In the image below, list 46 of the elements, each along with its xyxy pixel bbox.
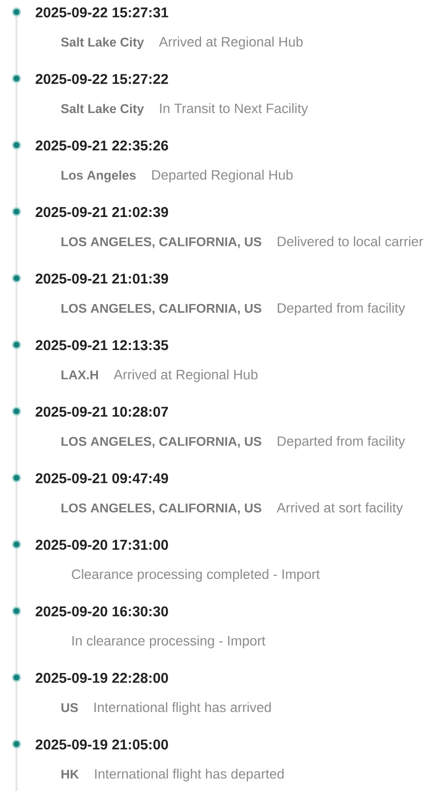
timeline-dot: [12, 140, 22, 150]
location-label: Salt Lake City: [61, 37, 144, 50]
location-label: Salt Lake City: [61, 104, 144, 116]
status-text: Arrived at sort facility: [276, 502, 403, 516]
timeline-dot: [12, 473, 22, 482]
timestamp: 2025-09-20 17:31:00: [36, 540, 168, 550]
status-text: Departed from facility: [278, 302, 406, 316]
timestamp: 2025-09-19 21:05:00: [36, 739, 168, 750]
timestamp: 2025-09-22 15:27:22: [36, 74, 168, 84]
timeline-dot: [12, 672, 22, 682]
status-text: Arrived at Regional Hub: [158, 36, 303, 50]
location-label: US: [61, 703, 78, 712]
status-text: International flight has departed: [95, 768, 284, 782]
status-text: Departed from facility: [278, 436, 406, 449]
timestamp: 2025-09-21 10:28:07: [36, 406, 168, 417]
timeline-dot: [12, 540, 22, 549]
location-label: LOS ANGELES, CALIFORNIA, US: [62, 304, 262, 315]
status-text: Clearance processing completed - Import: [72, 569, 320, 582]
timestamp: 2025-09-21 09:47:49: [36, 473, 168, 484]
location-label: Los Angeles: [62, 170, 136, 182]
location-label: LOS ANGELES, CALIFORNIA, US: [62, 503, 262, 514]
status-text: In Transit to Next Facility: [160, 103, 308, 116]
timeline-dot: [12, 207, 22, 216]
timeline-dot: [12, 406, 22, 416]
timeline-dot: [12, 74, 22, 84]
status-text: In clearance processing - Import: [72, 636, 266, 648]
timestamp: 2025-09-20 16:30:30: [36, 606, 168, 616]
timeline-dot: [12, 739, 22, 749]
timestamp: 2025-09-21 21:01:39: [36, 274, 168, 284]
location-label: LOS ANGELES, CALIFORNIA, US: [62, 436, 262, 448]
timeline-dot: [12, 7, 22, 17]
location-label: LAX.H: [62, 370, 98, 380]
status-text: International flight has arrived: [94, 702, 271, 715]
timeline-dot: [12, 274, 22, 283]
timestamp: 2025-09-22 15:27:31: [36, 7, 168, 18]
timestamp: 2025-09-21 21:02:39: [36, 207, 168, 218]
location-label: HK: [62, 770, 79, 779]
timeline-dot: [12, 606, 22, 616]
timeline-dot: [12, 340, 22, 350]
timestamp: 2025-09-21 22:35:26: [36, 140, 168, 151]
timestamp: 2025-09-21 12:13:35: [36, 340, 168, 350]
timestamp: 2025-09-19 22:28:00: [36, 672, 168, 683]
status-text: Arrived at Regional Hub: [114, 369, 258, 382]
status-text: Departed Regional Hub: [152, 170, 293, 182]
status-text: Delivered to local carrier: [278, 236, 424, 246]
location-label: LOS ANGELES, CALIFORNIA, US: [62, 237, 262, 248]
